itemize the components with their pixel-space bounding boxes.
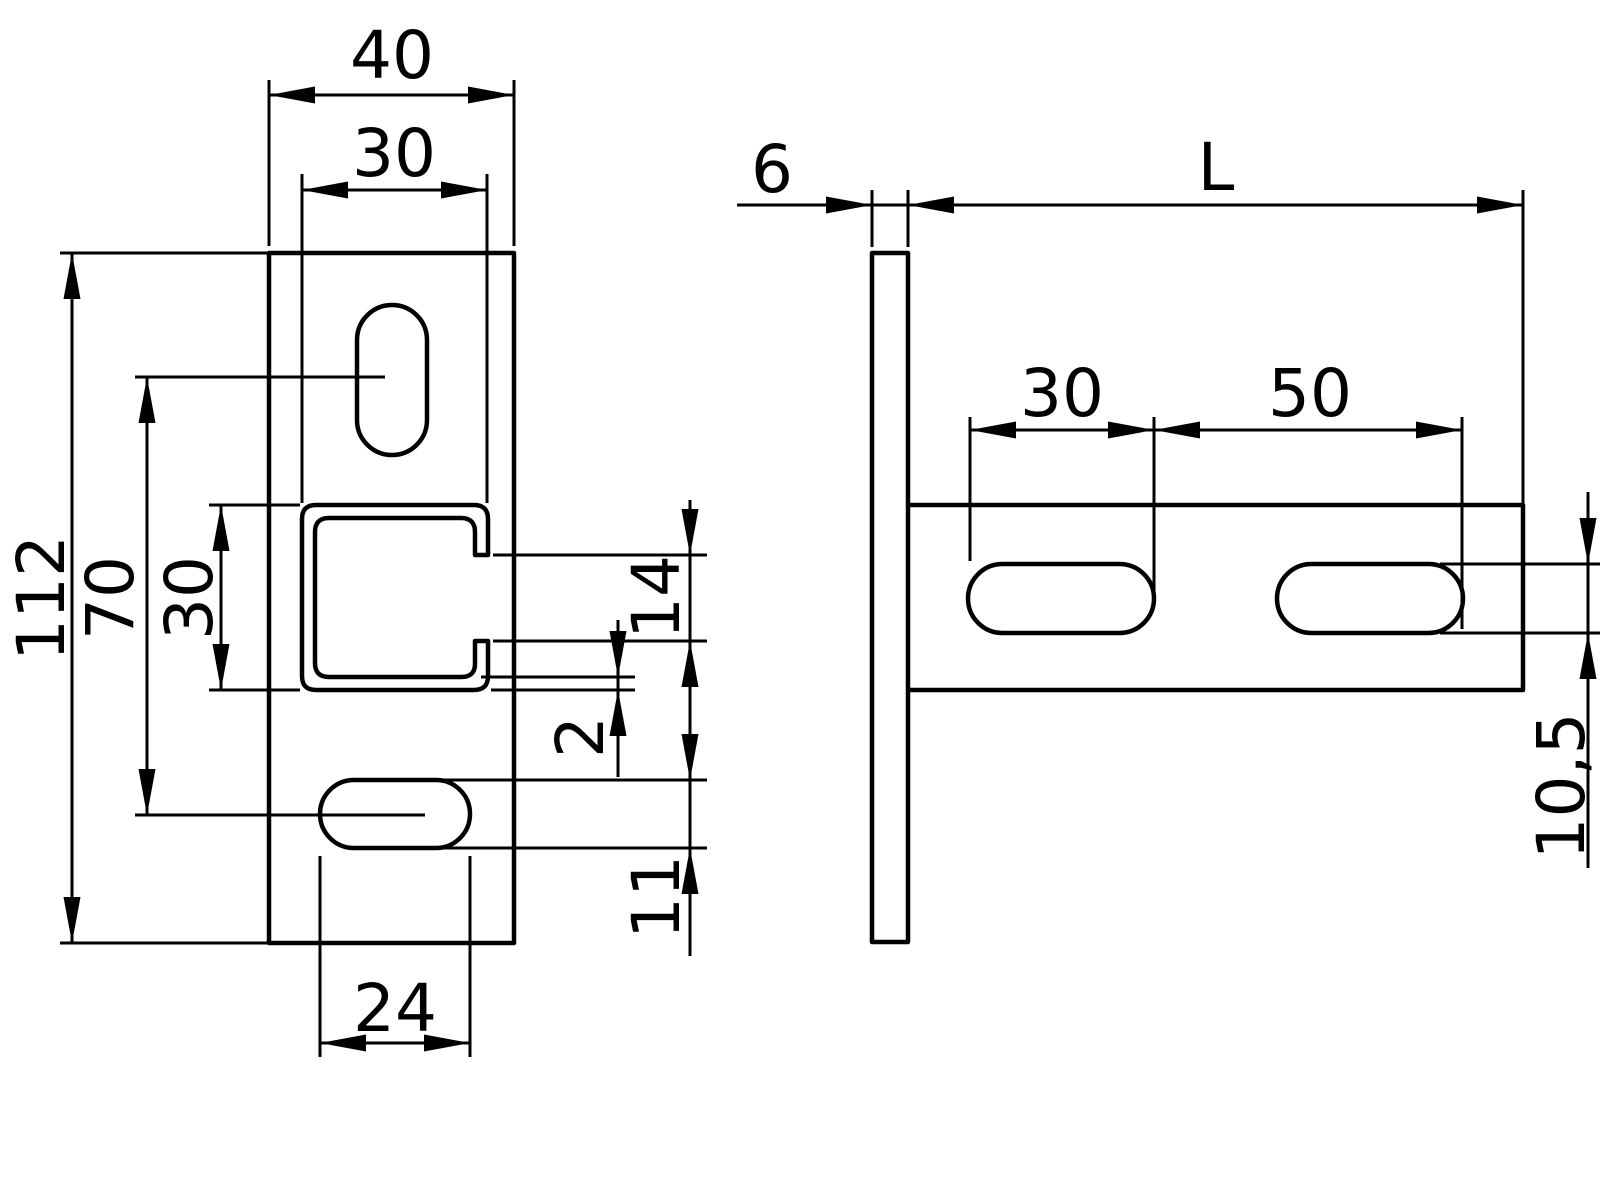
- arrowhead: [63, 897, 81, 943]
- dim-arm-slot-spacing-label: 50: [1268, 355, 1352, 432]
- arrowhead: [1579, 518, 1597, 564]
- arrowhead: [908, 196, 954, 214]
- dim-slot-spacing-label: 70: [72, 556, 149, 640]
- dim-bottom-slot-height-label: 11: [618, 855, 695, 939]
- front-top-slot: [354, 302, 430, 458]
- front-plate-outline: [266, 250, 517, 946]
- arrowhead: [63, 253, 81, 299]
- arrowhead: [212, 505, 230, 551]
- front-extension-lines: [60, 80, 707, 1057]
- dim-arm-slot-width-label: 10,5: [1523, 713, 1600, 860]
- dim-bottom-slot-length-label: 24: [353, 970, 437, 1047]
- side-extension-lines: [870, 190, 1600, 635]
- front-view: 40 30 112 70 30 14 2 11 24: [3, 17, 707, 1057]
- dim-channel-width-label: 30: [352, 115, 436, 192]
- arrowhead: [1108, 421, 1154, 439]
- side-arm-slot-1: [965, 561, 1157, 636]
- arrowhead: [1416, 421, 1462, 439]
- dim-channel-opening-label: 14: [618, 555, 695, 639]
- arrowhead: [441, 181, 487, 199]
- arrowhead: [302, 181, 348, 199]
- dim-arm-slot-length-label: 30: [1020, 355, 1104, 432]
- dim-wall-thickness-label: 2: [542, 716, 619, 758]
- dim-plate-width-label: 40: [350, 17, 434, 94]
- arrowhead: [970, 421, 1016, 439]
- arrowhead: [138, 377, 156, 423]
- arrowhead: [681, 734, 699, 780]
- arrowhead: [138, 769, 156, 815]
- side-view: 6 L 30 50 10,5: [737, 129, 1600, 945]
- arrowhead: [826, 196, 872, 214]
- arrowhead: [1579, 633, 1597, 679]
- dim-plate-thickness-label: 6: [751, 131, 793, 208]
- side-plate-outline: [869, 250, 911, 945]
- side-arm-outline: [908, 502, 1526, 693]
- arrowhead: [269, 86, 315, 104]
- arrowhead: [681, 509, 699, 555]
- arrowhead: [212, 644, 230, 690]
- dim-plate-height-label: 112: [3, 535, 80, 661]
- side-dimension-lines: [737, 203, 1590, 868]
- arrowhead: [468, 86, 514, 104]
- arrowhead: [681, 641, 699, 687]
- side-dimension-arrowheads: [826, 196, 1597, 679]
- side-arm-slot-2: [1274, 561, 1466, 636]
- dim-channel-height-label: 30: [151, 556, 228, 640]
- front-channel-profile: [299, 502, 491, 693]
- arrowhead: [1477, 196, 1523, 214]
- dim-arm-length-label: L: [1198, 129, 1235, 206]
- arrowhead: [1154, 421, 1200, 439]
